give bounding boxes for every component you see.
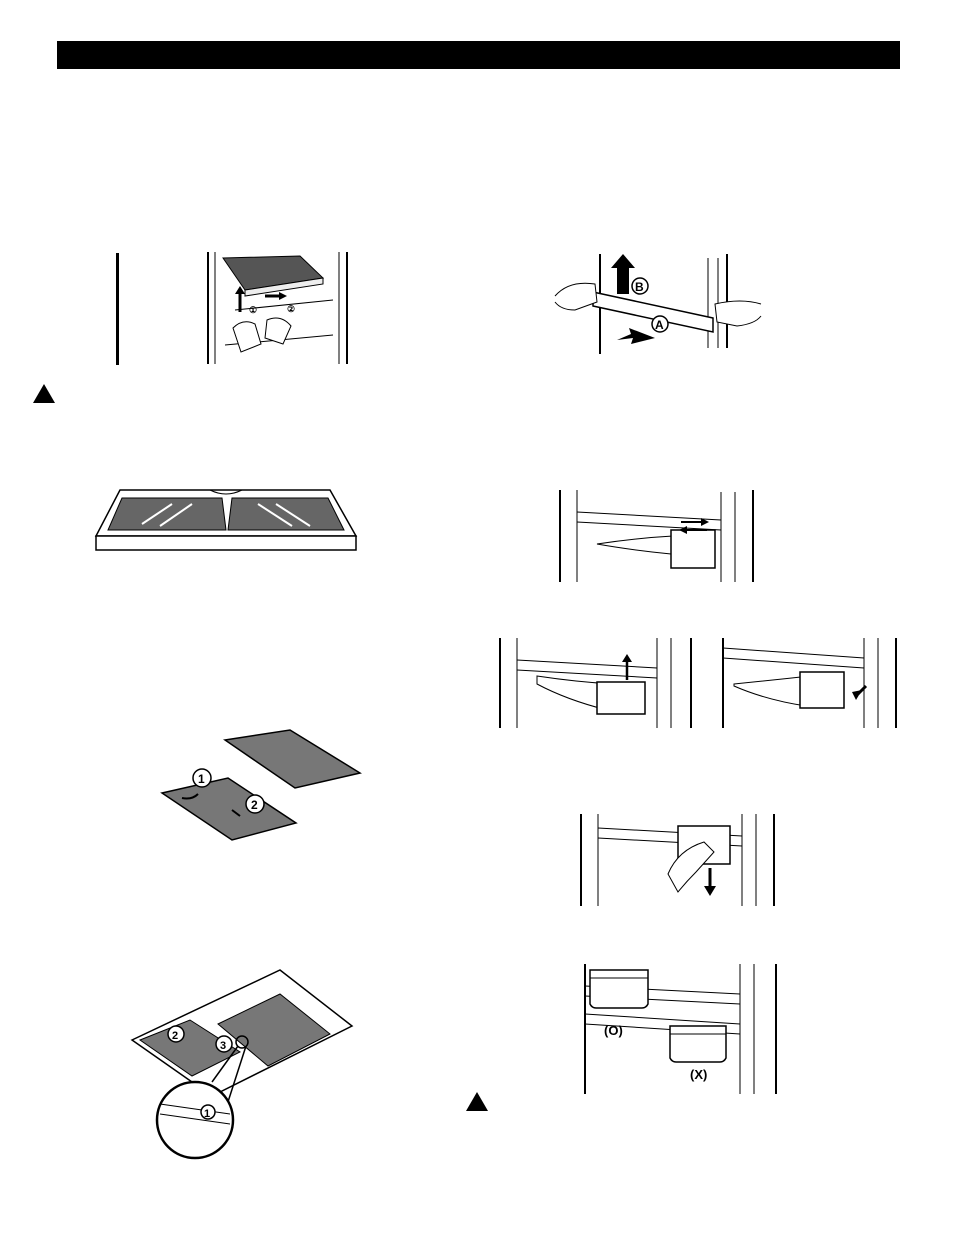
filter-mark-2: 2: [251, 798, 258, 812]
shelf-removal-figure: ① ②: [205, 250, 355, 368]
filter-plates-figure: 1 2: [160, 728, 370, 853]
rail-mark-a: A: [655, 318, 664, 332]
warning-triangle-icon: [33, 384, 55, 403]
crisper-mark-1: 1: [204, 1108, 210, 1120]
shelf-mark-1: ①: [249, 305, 257, 315]
crisper-mark-3: 3: [220, 1040, 226, 1052]
shelf-mark-2: ②: [287, 304, 295, 314]
warning-triangle-icon: [466, 1092, 488, 1111]
crisper-mark-2: 2: [172, 1030, 178, 1042]
filter-mark-1: 1: [198, 772, 205, 786]
door-rail-figure: B A: [553, 252, 763, 357]
section-divider: [116, 253, 119, 365]
rail-mark-b: B: [635, 280, 644, 294]
glass-shelf-figure: [90, 488, 362, 554]
bin-placement-figure: (O) (X): [582, 962, 780, 1096]
crisper-cover-figure: 2 3 1: [130, 968, 355, 1160]
bin-lift-figure: [497, 636, 697, 730]
header-bar: [57, 41, 900, 69]
bin-down-figure: [578, 812, 780, 908]
incorrect-position-label: (X): [690, 1067, 707, 1082]
correct-position-label: (O): [604, 1023, 623, 1038]
bin-pull-figure: [720, 636, 898, 730]
bin-slide-figure: [557, 488, 759, 584]
